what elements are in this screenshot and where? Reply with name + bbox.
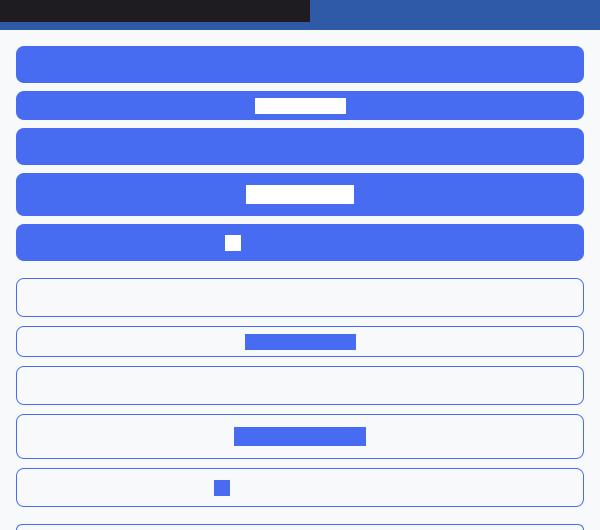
- primary-button-1[interactable]: [16, 46, 584, 83]
- outline-button-small-label: [244, 333, 356, 350]
- primary-button-large[interactable]: [16, 173, 584, 216]
- square-icon: [213, 479, 230, 496]
- square-icon: [224, 234, 241, 251]
- header-dark-strip: [0, 0, 310, 22]
- outline-button-large[interactable]: [16, 414, 584, 459]
- primary-button-small-label: [254, 97, 346, 114]
- primary-button-2[interactable]: [16, 128, 584, 165]
- outline-button-with-icon[interactable]: [16, 468, 584, 507]
- app-header: [0, 0, 600, 30]
- primary-button-small[interactable]: [16, 91, 584, 120]
- outline-button-1[interactable]: [16, 278, 584, 317]
- outline-button-large-label: [234, 427, 366, 446]
- primary-button-large-label: [246, 185, 354, 204]
- outline-button-2[interactable]: [16, 366, 584, 405]
- primary-button-with-icon[interactable]: [16, 224, 584, 261]
- outline-button-partial[interactable]: [16, 524, 584, 530]
- outline-button-small[interactable]: [16, 326, 584, 357]
